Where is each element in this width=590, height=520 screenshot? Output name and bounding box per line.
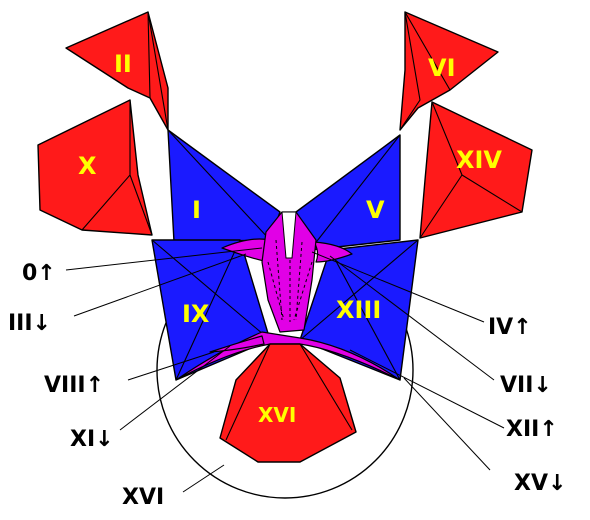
label-xvi: XVI [258, 403, 296, 427]
callout-iv: IV↑ [488, 315, 532, 340]
flap-v [295, 134, 401, 251]
callout-iii: III↓ [8, 311, 51, 336]
label-ix: IX [182, 300, 210, 328]
flap-vi [399, 11, 499, 131]
label-x: X [78, 152, 97, 180]
flap-xiv [419, 101, 533, 239]
center-magenta [175, 211, 401, 381]
callout-xii: XII↑ [506, 417, 558, 442]
callout-vii: VII↓ [500, 373, 552, 398]
flap-i [167, 129, 281, 243]
callout-xv: XV↓ [514, 471, 566, 496]
callout-0: 0↑ [22, 261, 56, 286]
label-v: V [366, 196, 385, 224]
label-xiv: XIV [456, 146, 502, 174]
label-xiii: XIII [336, 296, 381, 324]
label-i: I [192, 196, 201, 224]
callout-xi: XI↓ [70, 427, 114, 452]
leader-lines [65, 247, 505, 493]
flap-x [37, 99, 153, 236]
callout-xvi: XVI [122, 485, 164, 510]
callout-viii: VIII↑ [44, 373, 104, 398]
flap-xvi [219, 343, 357, 463]
flap-ii [65, 11, 169, 131]
label-ii: II [114, 50, 132, 78]
label-vi: VI [428, 54, 456, 82]
